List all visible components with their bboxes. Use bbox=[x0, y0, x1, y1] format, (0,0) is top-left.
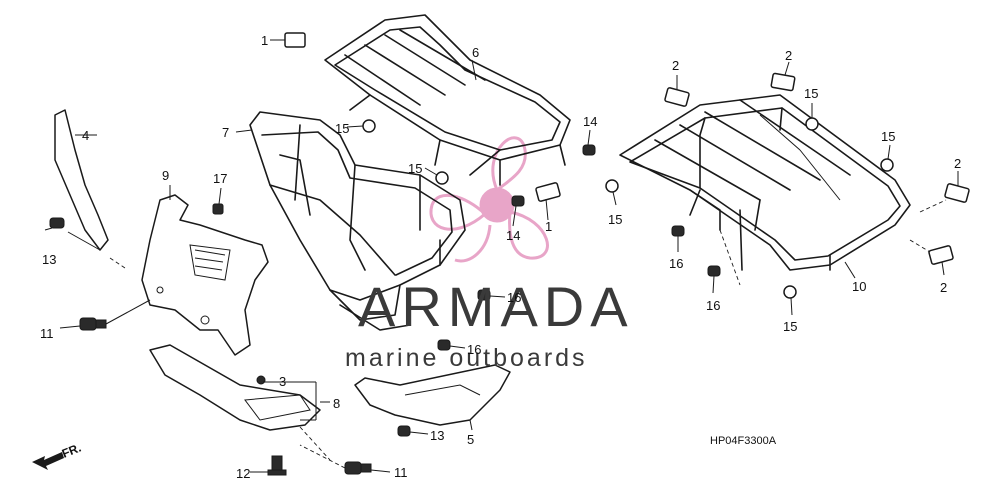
callout-11: 11 bbox=[40, 326, 54, 341]
front-arrow-icon bbox=[32, 452, 64, 470]
skid-plate bbox=[149, 344, 321, 431]
callout-15: 15 bbox=[335, 121, 349, 136]
callout-3: 3 bbox=[279, 374, 286, 389]
callout-16: 16 bbox=[507, 290, 521, 305]
callout-12: 12 bbox=[236, 466, 250, 481]
watermark-title: ARMADA bbox=[358, 275, 634, 338]
side-cover bbox=[54, 109, 109, 251]
callout-17: 17 bbox=[213, 171, 227, 186]
callout-8: 8 bbox=[333, 396, 340, 411]
callout-1: 1 bbox=[261, 33, 268, 48]
diagram-code: HP04F3300A bbox=[710, 435, 777, 447]
front-indicator: FR. bbox=[32, 441, 83, 470]
callout-2: 2 bbox=[954, 156, 961, 171]
carrier-pad bbox=[664, 72, 970, 265]
callout-2: 2 bbox=[672, 58, 679, 73]
front-carrier bbox=[324, 14, 571, 186]
callout-15: 15 bbox=[804, 86, 818, 101]
callout-6: 6 bbox=[472, 45, 479, 60]
front-fender-inner bbox=[141, 194, 269, 356]
callout-1: 1 bbox=[545, 219, 552, 234]
callout-2: 2 bbox=[785, 48, 792, 63]
bolt bbox=[49, 32, 894, 476]
rear-carrier bbox=[619, 94, 911, 271]
callout-11: 11 bbox=[394, 465, 408, 480]
front-guard bbox=[249, 111, 466, 331]
callout-16: 16 bbox=[706, 298, 720, 313]
callout-7: 7 bbox=[222, 125, 229, 140]
callout-16: 16 bbox=[467, 342, 481, 357]
callout-15: 15 bbox=[408, 161, 422, 176]
callout-15: 15 bbox=[881, 129, 895, 144]
callout-15: 15 bbox=[608, 212, 622, 227]
under-guard bbox=[354, 364, 511, 426]
callout-16: 16 bbox=[669, 256, 683, 271]
callout-labels: 1 1 2 2 2 2 3 4 5 6 7 8 9 10 11 11 12 13… bbox=[40, 33, 961, 481]
callout-13: 13 bbox=[42, 252, 56, 267]
callout-13: 13 bbox=[430, 428, 444, 443]
callout-14: 14 bbox=[583, 114, 597, 129]
callout-5: 5 bbox=[467, 432, 474, 447]
callout-4: 4 bbox=[82, 128, 89, 143]
front-label: FR. bbox=[60, 441, 83, 461]
callout-9: 9 bbox=[162, 168, 169, 183]
callout-14: 14 bbox=[506, 228, 520, 243]
watermark-subtitle: marine outboards bbox=[345, 344, 588, 372]
callout-15: 15 bbox=[783, 319, 797, 334]
callout-10: 10 bbox=[852, 279, 866, 294]
leader-lines bbox=[44, 39, 959, 473]
callout-2: 2 bbox=[940, 280, 947, 295]
